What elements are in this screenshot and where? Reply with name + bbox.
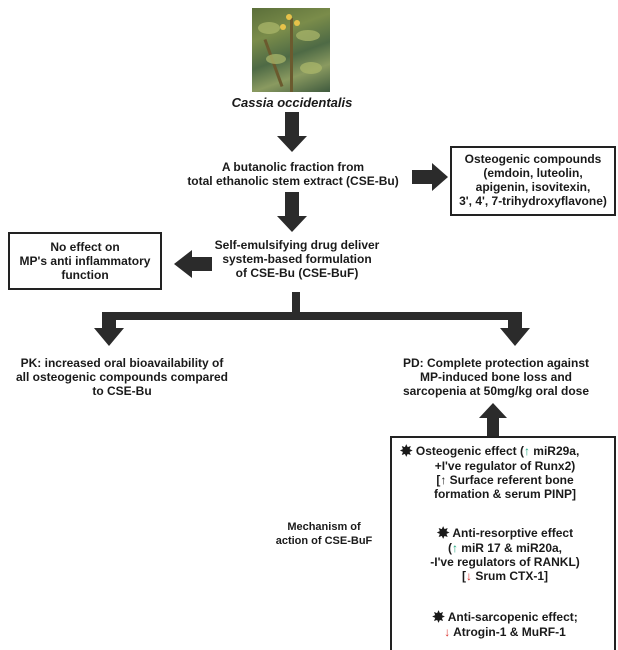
pk-text: PK: increased oral bioavailability of al… [15,356,229,398]
bullet-icon: ✸ [432,609,445,626]
osteogenic-compounds-box: Osteogenic compounds (emdoin, luteolin, … [450,146,616,216]
connector-stem [292,292,300,314]
arrow-to-pd [500,318,530,346]
arrow-fraction-to-osteogenic [412,163,448,191]
bullet-icon: ✸ [400,443,413,460]
no-effect-box: No effect on MP's anti inflammatory func… [8,232,162,290]
plant-photo [252,8,330,92]
mechanism-label: Mechanism of action of CSE-BuF [275,521,373,547]
arrow-fraction-to-formulation [277,192,307,232]
arrow-formulation-to-no-effect [174,250,212,278]
pd-text: PD: Complete protection against MP-induc… [402,356,590,398]
down-arrow-icon: ↓ [444,625,451,639]
antisarcopenic-effect: ✸ Anti-sarcopenic effect; ↓ Atrogin-1 & … [432,609,578,639]
arrow-to-pk [94,318,124,346]
arrow-plant-to-fraction [277,112,307,152]
plant-name: Cassia occidentalis [231,95,353,110]
up-arrow-icon: ↑ [523,444,530,458]
up-arrow-icon: ↑ [440,473,447,487]
fraction-text: A butanolic fraction from total ethanoli… [187,160,399,188]
antiresorptive-effect: ✸ Anti-resorptive effect (↑ miR 17 & miR… [430,525,580,583]
osteogenic-effect: ✸ Osteogenic effect (↑ miR29a, +I've reg… [400,443,580,501]
connector-bar [102,312,522,320]
bullet-icon: ✸ [436,525,450,542]
up-arrow-icon: ↑ [451,541,458,555]
formulation-text: Self-emulsifying drug deliver system-bas… [214,238,380,280]
arrow-mechanism-to-pd [479,403,507,436]
down-arrow-icon: ↓ [465,569,472,583]
mechanism-box: ✸ Osteogenic effect (↑ miR29a, +I've reg… [390,436,616,650]
